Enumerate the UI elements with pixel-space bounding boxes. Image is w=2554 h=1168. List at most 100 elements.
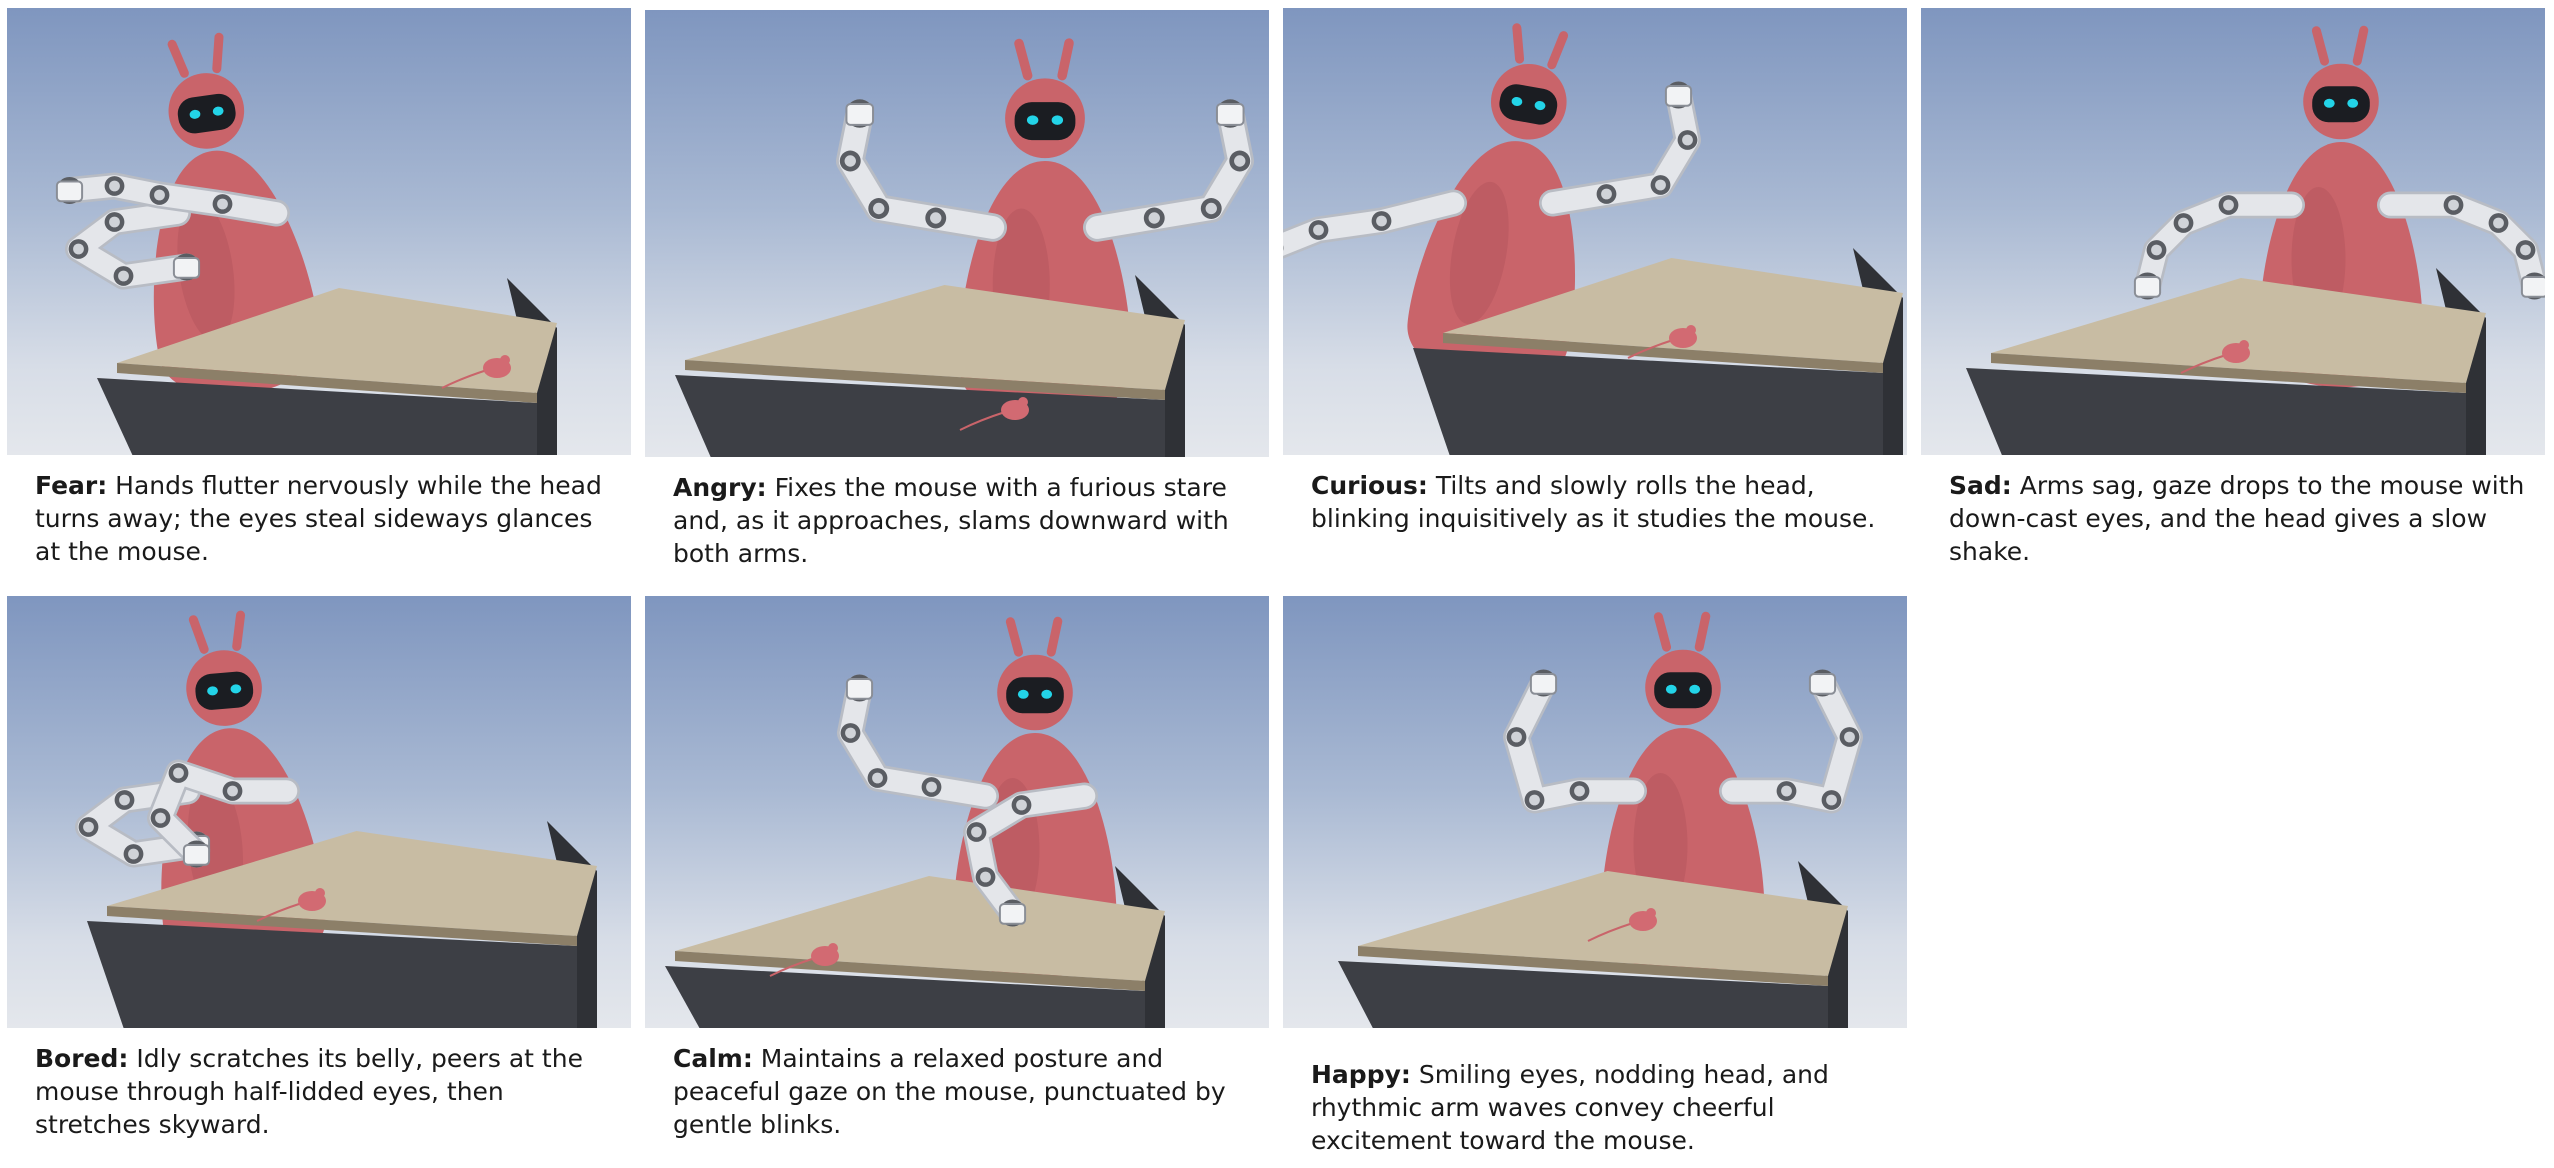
emotion-label: Fear: [35,471,108,500]
table-base [675,375,1165,457]
emotion-label: Angry: [673,473,767,502]
table-base [1338,961,1828,1028]
robot-joint-cap [1655,179,1666,191]
robot-joint-cap [1511,731,1522,743]
robot-joint-cap [971,826,982,838]
scene-drawing [55,32,557,455]
robot-antenna-left [1014,38,1033,81]
robot-joint-cap [119,794,130,806]
table-base [1966,368,2466,455]
table-edge [675,951,1145,991]
robot-eye-right [1534,101,1546,111]
table-base [665,966,1145,1028]
robot-joint-cap [2493,217,2504,229]
robot-joint-cap [845,727,856,739]
robot-eye-right [1689,684,1701,694]
robot-gripper [182,844,211,866]
robot-gripper [845,103,875,126]
robot-eye-right [2347,98,2359,108]
emotion-label: Happy: [1311,1060,1411,1089]
robot-joint-cap [2520,244,2531,256]
scene-image [1283,596,1907,1028]
robot-joint-cap [1574,785,1585,797]
robot-joint-cap [227,785,238,797]
scene-drawing [1283,23,1903,455]
robot-joint-cap [873,202,885,215]
robot-gripper [2133,276,2162,298]
panel-happy: Happy: Smiling eyes, nodding head, and r… [1283,596,1907,1157]
emotion-description: Arms sag, gaze drops to the mouse with d… [1949,471,2525,566]
robot-antenna-right [232,610,246,651]
robot-joint-cap [980,871,991,883]
table-top [1358,871,1848,976]
robot-joint-cap [1376,215,1387,227]
panel-fear: Fear: Hands flutter nervously while the … [7,8,631,568]
robot-joint-cap [2151,244,2162,256]
robot-antenna-left [1005,617,1024,657]
table-edge [117,363,537,403]
robot-antenna-right [1057,38,1074,81]
robot-joint-cap [128,848,139,860]
panel-curious: Curious: Tilts and slowly rolls the head… [1283,8,1907,535]
scene-drawing [75,610,597,1028]
robot-joint-cap [1234,155,1246,167]
robot-joint-cap [930,212,942,224]
robot-joint-cap [1016,799,1027,811]
panel-calm: Calm: Maintains a relaxed posture and pe… [645,596,1269,1141]
table-edge [1358,946,1828,986]
robot-face-screen [1006,677,1064,714]
robot-face-screen [1014,102,1076,141]
robot-antenna-left [1653,612,1672,652]
robot-eye-left [1026,115,1039,125]
robot-joint-cap [109,216,120,228]
robot-eye-left [189,109,201,119]
mouse-tail [256,902,303,922]
scene-image [645,596,1269,1028]
robot-joint-cap [217,198,228,210]
robot-antenna-right [1547,31,1569,70]
table-top [1443,258,1903,363]
scene-image [645,10,1269,457]
robot-joint-cap [118,270,129,282]
robot-gripper [1808,673,1837,695]
robot-gripper [1215,103,1245,126]
robot-face-screen [177,93,236,134]
robot-joint-cap [1313,224,1324,236]
scene-image [1283,8,1907,455]
robot-gripper [1529,673,1558,695]
mouse-tail [1587,922,1634,942]
table-edge [107,906,577,946]
caption: Bored: Idly scratches its belly, peers a… [35,1042,615,1141]
robot-antenna-right [1046,616,1063,657]
scene-image [7,8,631,455]
emotion-label: Curious: [1311,471,1428,500]
robot-eye-left [1017,689,1029,699]
robot-eye-right [212,106,224,116]
robot-gripper [2520,276,2545,298]
robot-antenna-right [2352,25,2369,66]
robot-antenna-left [167,39,189,78]
robot-joint-cap [173,767,184,779]
robot-joint-cap [1205,202,1217,215]
panel-sad: Sad: Arms sag, gaze drops to the mouse w… [1921,8,2545,568]
robot-body-shade [1449,181,1509,325]
robot-joint-cap [1529,794,1540,806]
robot-eye-left [207,686,218,696]
mouse-tail [769,957,816,977]
scene-drawing [1338,611,1863,1028]
robot-antenna-right [212,32,224,74]
mouse-ear [1018,397,1028,407]
robot-joint-cap [2448,199,2459,211]
emotion-label: Sad: [1949,471,2012,500]
robot-eye-left [1665,684,1677,694]
robot-gripper [998,903,1027,925]
table-base [1413,348,1883,455]
robot-joint-cap [154,189,165,201]
mouse-ear [2239,340,2249,350]
mouse-ear [1646,908,1656,918]
robot-joint-cap [83,821,94,833]
caption: Happy: Smiling eyes, nodding head, and r… [1311,1058,1891,1157]
mouse-ear [828,943,838,953]
robot-eye-left [2323,98,2335,108]
robot-joint-cap [1781,785,1792,797]
